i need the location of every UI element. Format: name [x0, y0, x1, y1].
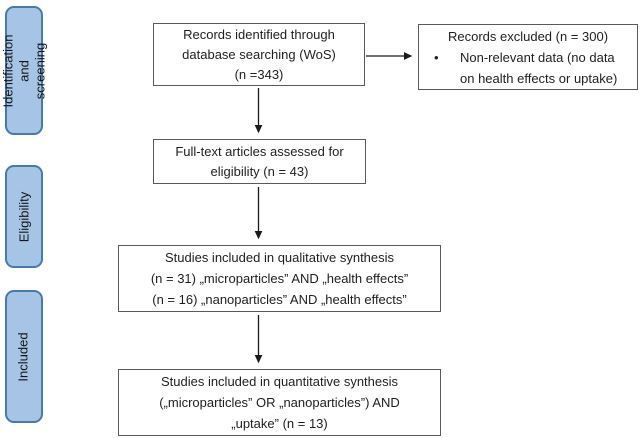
box-qualitative-synthesis: Studies included in qualitative synthesi…: [118, 245, 441, 312]
bullet-icon: •: [434, 49, 439, 65]
stage-included: Included: [5, 290, 43, 423]
records-excluded-bullet-item: • Non-relevant data (no data on health e…: [423, 47, 633, 89]
records-excluded-bullet-text: Non-relevant data (no data on health eff…: [460, 49, 618, 86]
records-identified-line: Records identified through: [183, 26, 335, 42]
stage-identification-screening-label: Identification and screening: [0, 34, 47, 107]
box-quantitative-synthesis: Studies included in quantitative synthes…: [118, 369, 441, 436]
records-identified-count: (n =343): [234, 66, 284, 82]
quantitative-synthesis-line: Studies included in quantitative synthes…: [160, 374, 399, 389]
fulltext-assessed-line: Full-text articles assessed for: [175, 143, 344, 159]
qualitative-synthesis-line: Studies included in qualitative synthesi…: [164, 250, 395, 265]
quantitative-synthesis-count: „uptake” (n = 13): [231, 416, 328, 431]
qualitative-synthesis-line: (n = 16) „nanoparticles” AND „health eff…: [152, 292, 407, 307]
stage-identification-screening: Identification and screening: [0, 6, 47, 135]
stage-eligibility-label: Eligibility: [16, 191, 32, 242]
records-identified-line: database searching (WoS): [182, 46, 336, 62]
quantitative-synthesis-line: („microparticles” OR „nanoparticles”) AN…: [159, 395, 400, 410]
box-records-identified: Records identified through database sear…: [153, 23, 365, 86]
box-fulltext-assessed: Full-text articles assessed for eligibil…: [153, 139, 366, 184]
box-records-excluded: Records excluded (n = 300) • Non-relevan…: [418, 24, 638, 90]
qualitative-synthesis-line: (n = 31) „microparticles” AND „health ef…: [150, 271, 409, 286]
stage-eligibility: Eligibility: [5, 165, 43, 268]
stage-included-label: Included: [16, 331, 31, 382]
records-excluded-title: Records excluded (n = 300): [447, 28, 609, 44]
fulltext-assessed-count: eligibility (n = 43): [210, 163, 309, 179]
